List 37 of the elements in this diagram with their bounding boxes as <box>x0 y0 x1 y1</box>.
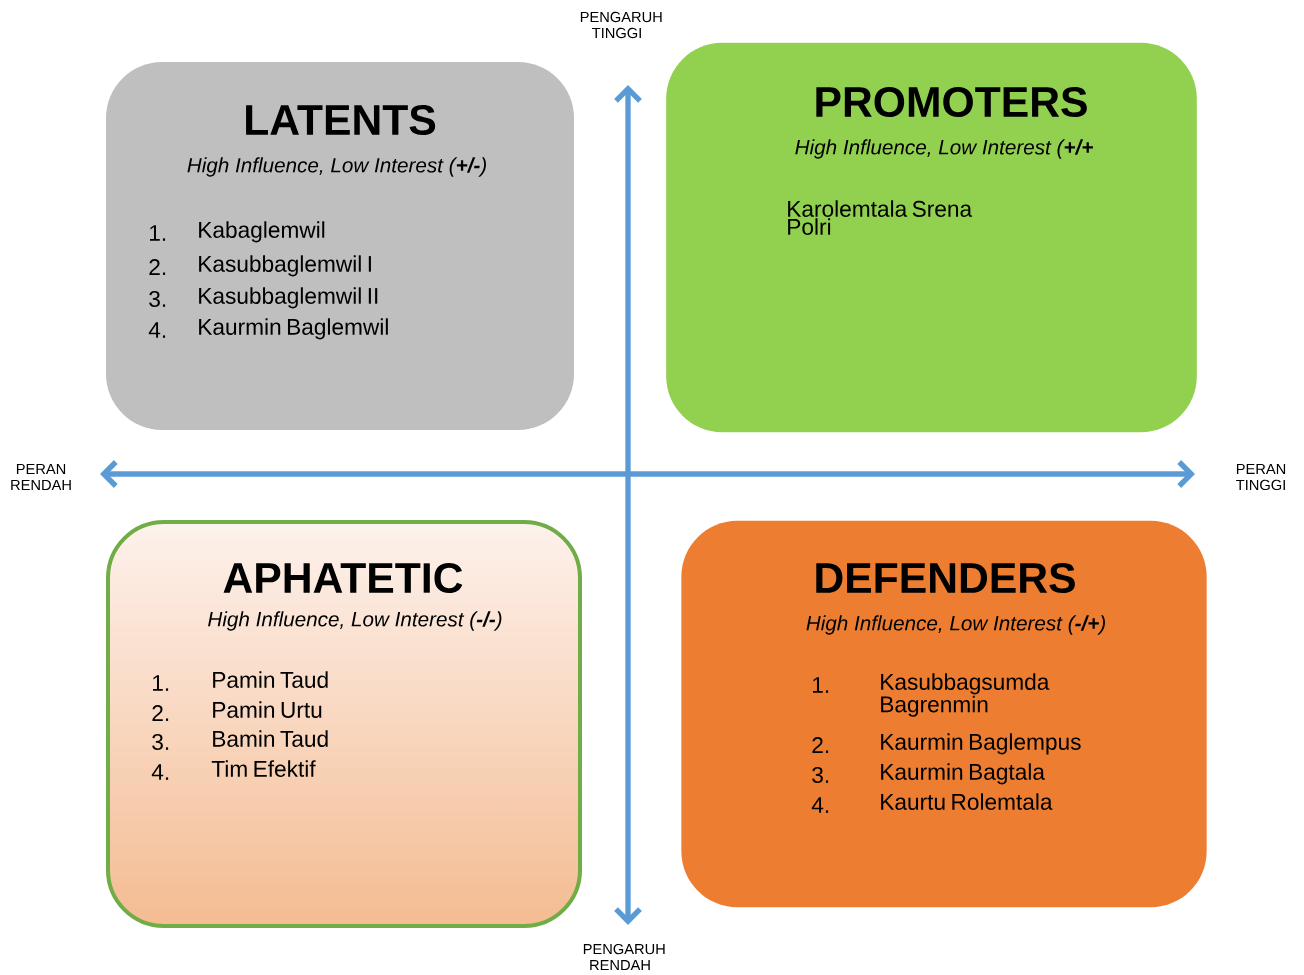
box-title: APHATETIC <box>223 562 463 594</box>
list-number: 2. <box>149 259 166 275</box>
list-item: Pamin Taud <box>213 671 328 688</box>
list-number: 3. <box>149 290 166 308</box>
list-number: 2. <box>152 705 169 721</box>
list-number: 1. <box>153 675 169 691</box>
box-subtitle: High Influence, Low Interest (+/-) <box>187 157 486 177</box>
list-item: Kasubbagsumda Bagrenmin <box>881 673 1050 717</box>
list-item: Bamin Taud <box>213 730 328 747</box>
box-subtitle: High Influence, Low Interest (+/+ <box>795 139 1093 159</box>
axis-label: PERAN TINGGI <box>1236 463 1286 491</box>
list-number: 1. <box>150 225 166 241</box>
list-item: Kaurmin Baglemwil <box>199 318 388 340</box>
list-number: 3. <box>152 733 169 751</box>
list-item: Kasubbaglemwil I <box>199 255 371 277</box>
list-item: Pamin Urtu <box>213 701 322 718</box>
box-subtitle: High Influence, Low Interest (-/-) <box>208 611 502 631</box>
box-title: LATENTS <box>246 104 436 136</box>
list-number: 4. <box>811 797 829 813</box>
box-title: PROMOTERS <box>816 86 1087 118</box>
list-number: 4. <box>151 764 169 780</box>
box-subtitle: High Influence, Low Interest (-/+) <box>806 615 1105 635</box>
list-item: Kaurtu Rolemtala <box>881 793 1053 810</box>
list-item: Tim Efektif <box>211 760 316 777</box>
list-item: Kaurmin Baglempus <box>881 733 1081 755</box>
list-number: 4. <box>148 322 166 338</box>
axis-label: PENGARUH RENDAH <box>583 943 665 971</box>
list-number: 1. <box>813 677 829 693</box>
axis-label: PERAN RENDAH <box>11 463 71 491</box>
list-item: Kabaglemwil <box>199 221 325 243</box>
axis-label: PENGARUH TINGGI <box>580 11 662 39</box>
list-number: 2. <box>812 737 829 753</box>
list-item: Kaurmin Bagtala <box>881 763 1045 785</box>
list-item: Karolemtala Srena Polri <box>788 200 973 235</box>
list-number: 3. <box>812 766 829 784</box>
box-title: DEFENDERS <box>816 562 1075 594</box>
list-item: Kasubbaglemwil II <box>199 287 378 309</box>
